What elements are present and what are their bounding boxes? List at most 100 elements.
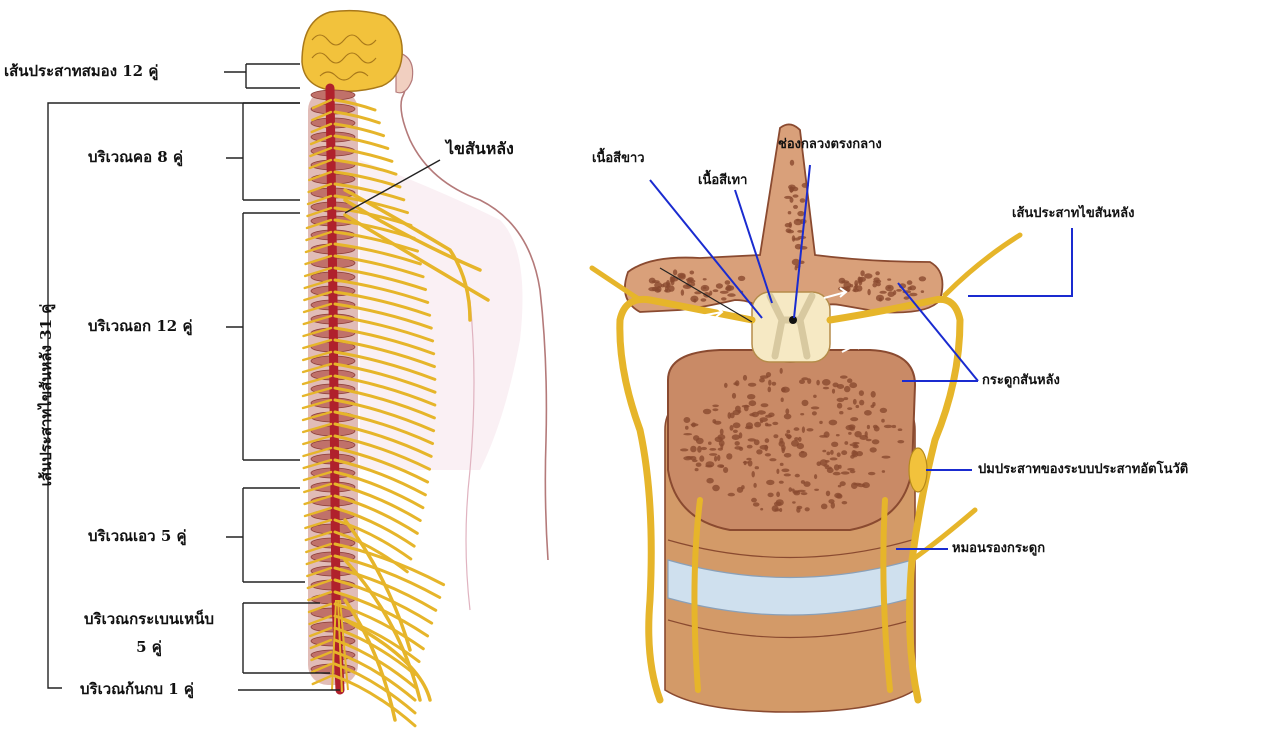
bone-pore [712, 405, 719, 408]
bone-pore [807, 428, 814, 431]
bone-pore [853, 399, 857, 405]
bone-pore [776, 469, 779, 474]
bone-pore [663, 282, 671, 288]
bone-pore [781, 387, 790, 393]
bone-pore [686, 278, 693, 281]
bone-pore [739, 447, 743, 451]
bone-pore [648, 287, 656, 291]
bone-pore [779, 481, 784, 484]
bone-pore [690, 446, 696, 453]
bone-pore [814, 474, 817, 479]
bone-pore [871, 405, 875, 408]
cranial-bracket [224, 64, 300, 88]
bone-pore [826, 452, 830, 456]
bone-pore [713, 289, 719, 292]
bone-pore [755, 466, 759, 469]
disc-label: หมอนรองกระดูก [952, 540, 1045, 558]
bone-pore [738, 276, 745, 281]
bone-pore [838, 485, 842, 488]
bone-pore [743, 461, 750, 463]
bone-pore [856, 285, 862, 291]
bone-pore [802, 426, 805, 433]
vertebra-label: กระดูกสันหลัง [982, 372, 1060, 390]
bone-pore [718, 448, 723, 451]
gray-matter-label: เนื้อสีเทา [698, 172, 747, 190]
bone-pore [749, 400, 757, 406]
bone-pore [873, 281, 878, 284]
arrow-2 [676, 341, 712, 351]
bone-pore [780, 368, 783, 374]
bone-pore [811, 406, 820, 409]
bone-pore [786, 435, 792, 439]
bone-pore [748, 383, 756, 387]
bone-pore [802, 400, 809, 406]
bone-pore [826, 491, 830, 497]
bone-pore [823, 387, 829, 390]
lumbar-bracket [226, 488, 305, 582]
bone-pore [896, 289, 902, 292]
bone-pore [848, 424, 855, 429]
bone-pore [859, 400, 864, 406]
bone-pore [801, 451, 804, 453]
bone-pore [747, 445, 753, 449]
bone-pore [851, 482, 858, 489]
bone-pore [649, 278, 656, 284]
bone-pore [819, 421, 823, 424]
bone-pore [720, 291, 729, 294]
bone-pore [728, 412, 732, 419]
bone-pore [772, 382, 777, 386]
autonomic-ganglion [909, 448, 927, 492]
bone-pore [691, 422, 696, 427]
bone-pore [875, 271, 880, 275]
bone-pore [793, 205, 798, 209]
bone-pore [797, 211, 804, 216]
bone-pore [733, 430, 738, 433]
bone-pore [882, 456, 891, 459]
spinal-cord-section [752, 292, 830, 362]
bone-pore [765, 453, 771, 456]
white-matter-label: เนื้อสีขาว [592, 150, 645, 168]
bone-pore [921, 290, 924, 293]
bone-pore [785, 408, 789, 414]
bone-pore [821, 504, 828, 510]
right-figure [592, 124, 1072, 712]
bone-pore [882, 470, 885, 473]
bone-pore [797, 490, 806, 492]
bone-pore [690, 271, 695, 275]
bone-pore [752, 471, 755, 477]
bone-pore [714, 421, 722, 425]
bone-pore [829, 420, 838, 426]
bone-pore [919, 276, 926, 281]
bone-pore [769, 458, 776, 461]
bone-pore [830, 450, 834, 455]
bone-pore [848, 432, 852, 435]
bone-pore [725, 280, 731, 285]
bone-pore [843, 282, 851, 288]
bone-pore [774, 508, 780, 511]
bone-pore [774, 502, 782, 507]
bone-pore [683, 284, 692, 289]
bone-pore [701, 298, 707, 301]
bone-pore [885, 297, 891, 300]
bone-pore [884, 425, 893, 428]
bone-pore [822, 450, 826, 453]
bone-pore [717, 455, 720, 461]
bone-pore [834, 493, 842, 498]
bone-pore [768, 387, 772, 393]
bone-pore [779, 438, 783, 444]
brain [302, 11, 402, 92]
bone-pore [716, 283, 723, 288]
bone-pore [764, 445, 768, 451]
bone-pore [805, 507, 810, 511]
bone-pore [776, 492, 780, 498]
bone-pore [781, 398, 784, 403]
bone-pore [721, 297, 727, 300]
bone-pore [732, 434, 740, 440]
bone-pore [847, 468, 855, 471]
bone-pore [870, 447, 877, 452]
bone-pore [754, 439, 760, 445]
bone-pore [859, 390, 864, 396]
bone-pore [719, 440, 725, 447]
ganglion-label: ปมประสาทของระบบประสาทอัตโนวัติ [978, 461, 1188, 479]
bone-pore [879, 298, 882, 302]
